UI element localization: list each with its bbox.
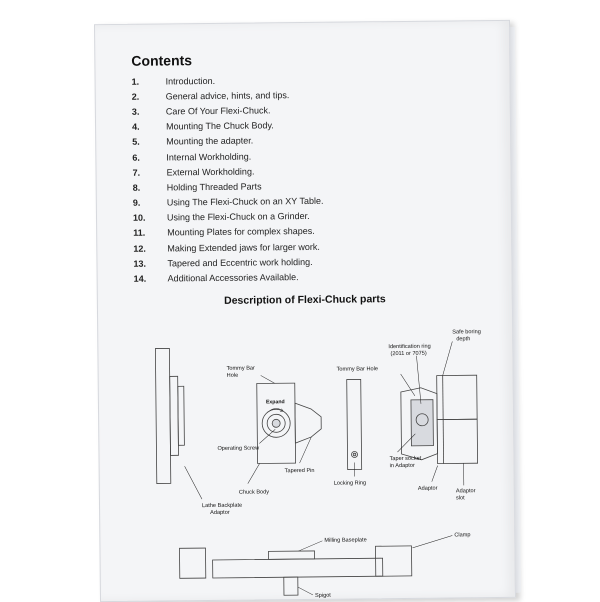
item-text: Holding Threaded Parts [167,181,262,192]
item-number: 3. [132,106,166,116]
item-number: 8. [133,182,167,192]
label-lathe-backplate: Lathe Backplate [202,503,242,509]
label-tapered-pin: Tapered Pin [285,468,315,474]
label-adaptor: Adaptor [418,486,438,492]
label-chuck-body: Chuck Body [239,489,269,495]
item-number: 1. [132,76,166,86]
label-tommy-bar-hole: Tommy Bar [227,366,255,372]
item-text: Mounting the adapter. [166,136,253,147]
lathe-backplate-drawing [155,348,184,483]
item-text: Additional Accessories Available. [168,272,299,283]
item-text: General advice, hints, and tips. [166,90,290,101]
item-number: 14. [134,273,168,283]
label-clamp: Clamp [454,532,470,538]
label-identification-ring: Identification ring [388,344,430,350]
item-number: 7. [132,167,166,177]
item-number: 12. [133,243,167,253]
milling-baseplate-drawing [179,546,411,596]
item-text: Care Of Your Flexi-Chuck. [166,105,271,116]
contents-list: 1.Introduction. 2.General advice, hints,… [132,70,474,286]
parts-diagram: Tommy Bar Hole Expand Operating Screw Ch… [98,303,515,601]
item-number: 6. [132,152,166,162]
item-text: Using the Flexi-Chuck on a Grinder. [167,211,310,222]
label-taper-socket-line2: in Adaptor [390,463,415,469]
list-item: 14.Additional Accessories Available. [134,268,474,287]
item-text: Internal Workholding. [166,151,251,162]
item-number: 4. [132,122,166,132]
label-locking-ring: Locking Ring [334,480,366,486]
label-taper-socket: Taper socket [390,456,422,462]
item-number: 5. [132,137,166,147]
item-number: 10. [133,213,167,223]
label-adaptor-slot-line2: slot [456,495,465,501]
item-text: Mounting Plates for complex shapes. [167,226,315,238]
label-lathe-backplate-line2: Adaptor [210,510,230,516]
item-text: Introduction. [166,76,216,87]
label-tommy-bar-hole-2: Tommy Bar Hole [337,366,378,372]
item-text: Tapered and Eccentric work holding. [167,257,312,269]
item-number: 11. [133,228,167,238]
item-number: 9. [133,198,167,208]
item-number: 13. [133,258,167,268]
item-text: Making Extended jaws for larger work. [167,241,320,253]
label-adaptor-slot: Adaptor [456,488,476,494]
label-tommy-bar-hole-line2: Hole [227,373,239,379]
item-text: Mounting The Chuck Body. [166,120,274,131]
booklet-page: Contents 1.Introduction. 2.General advic… [94,20,516,602]
label-safe-boring-line2: depth [456,336,470,342]
label-identification-ring-line2: (2011 or 7075) [390,351,426,357]
label-spigot: Spigot [315,593,331,599]
leader-lines [183,341,465,596]
adaptor-drawing [401,375,478,464]
locking-ring-drawing [347,379,362,469]
chuck-body-drawing [257,383,322,464]
label-milling-baseplate: Milling Baseplate [324,537,366,543]
item-number: 2. [132,91,166,101]
item-text: External Workholding. [166,166,254,177]
label-expand: Expand [266,399,285,405]
label-safe-boring: Safe boring [452,329,481,335]
item-text: Using The Flexi-Chuck on an XY Table. [167,196,324,208]
contents-title: Contents [131,52,192,69]
label-operating-screw: Operating Screw [217,445,260,451]
